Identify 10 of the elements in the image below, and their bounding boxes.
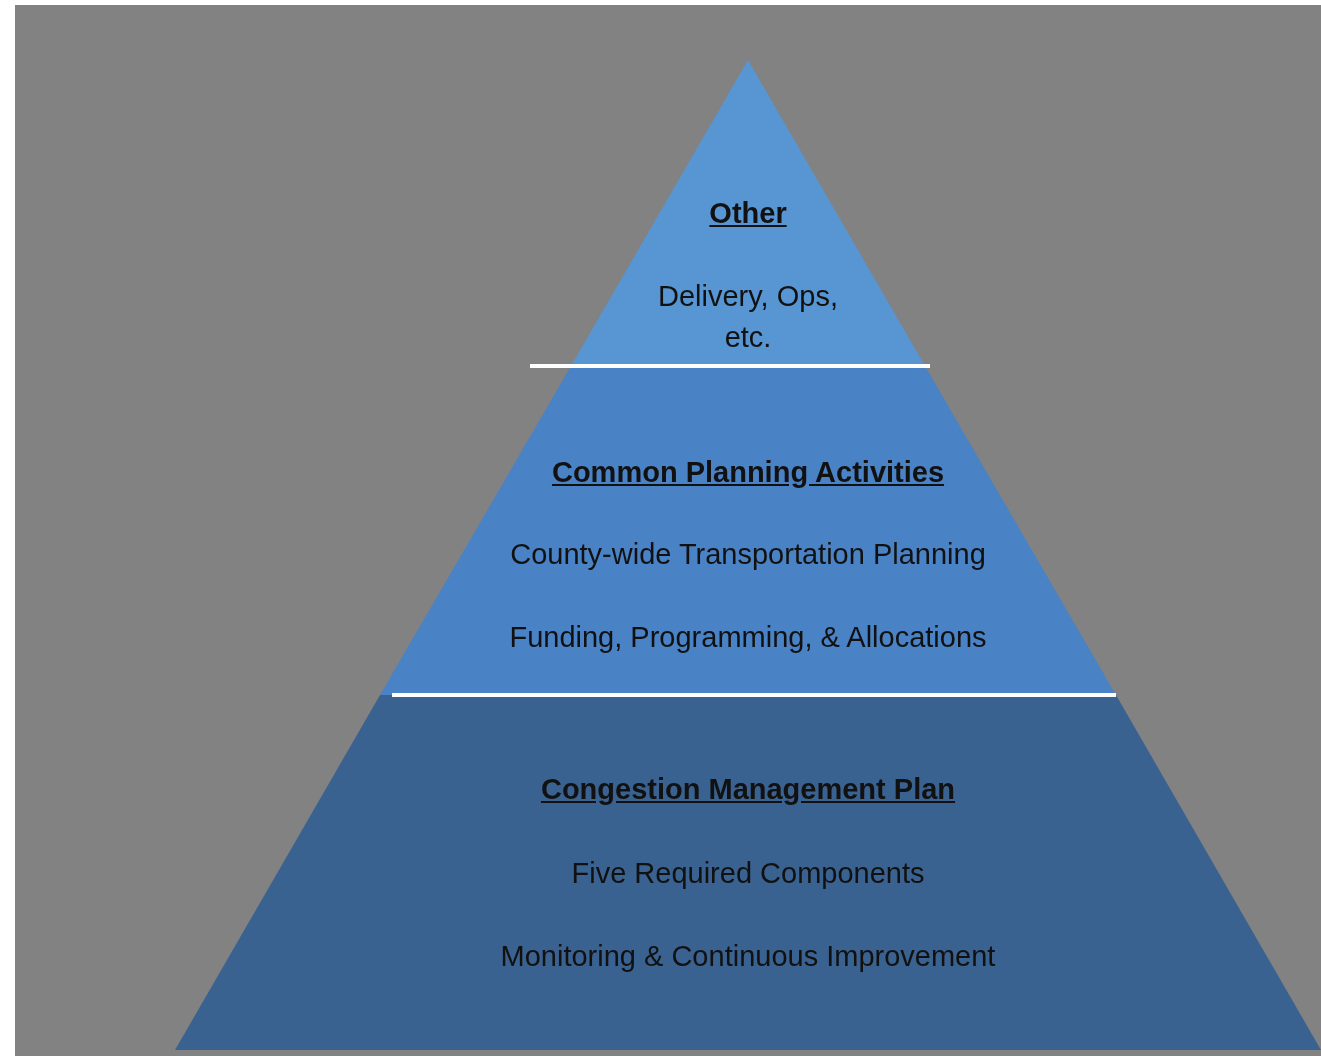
tier-text: Delivery, Ops, etc.: [657, 279, 839, 355]
tier-text: Funding, Programming, & Allocations: [509, 620, 987, 655]
tier-text: County-wide Transportation Planning: [510, 537, 986, 572]
tier-heading: Common Planning Activities: [551, 455, 945, 490]
tier-text: Five Required Components: [571, 856, 925, 891]
tier-text: Monitoring & Continuous Improvement: [500, 939, 996, 974]
pyramid-tier: [175, 695, 1321, 1050]
pyramid-tier: [380, 366, 1116, 695]
tier-heading: Congestion Management Plan: [540, 772, 956, 807]
tier-heading: Other: [709, 196, 787, 231]
